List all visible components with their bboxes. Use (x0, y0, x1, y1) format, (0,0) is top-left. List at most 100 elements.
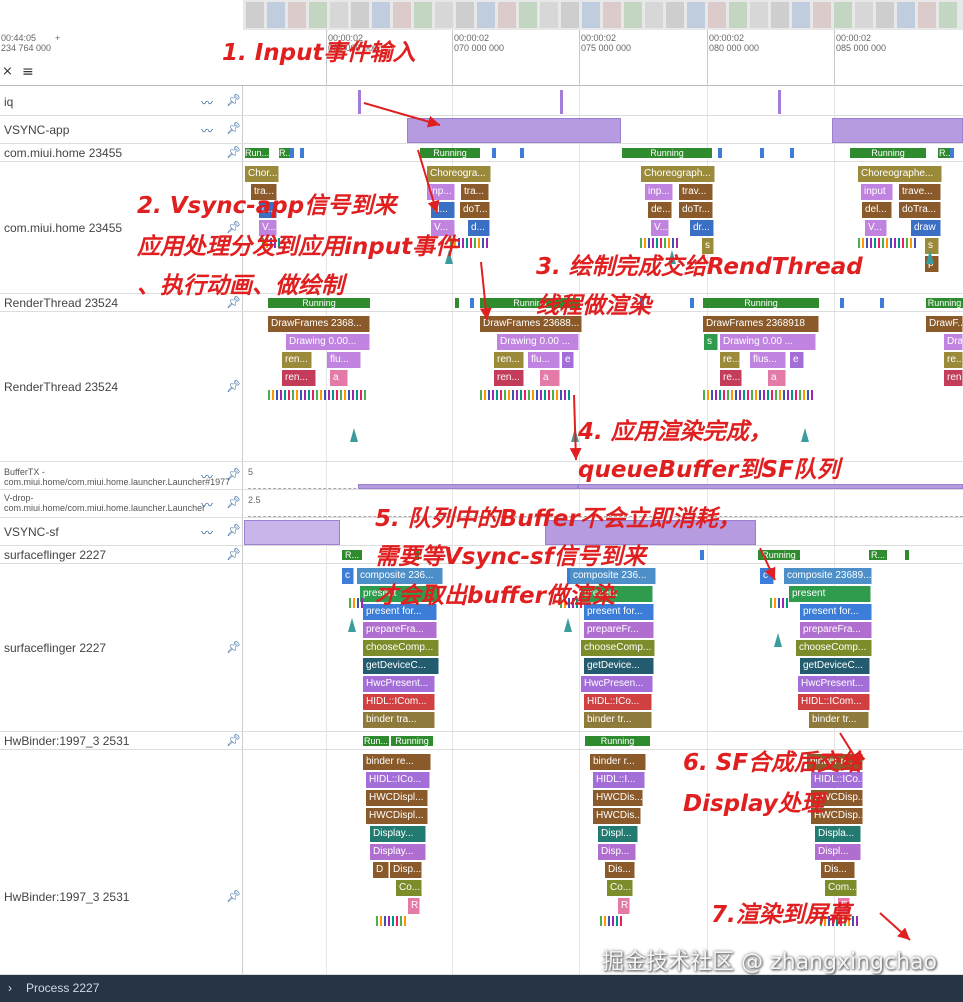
trace-slice[interactable]: dr... (690, 220, 714, 236)
trace-slice[interactable]: present for... (584, 604, 654, 620)
track-vsync-app[interactable] (0, 116, 963, 144)
pin-icon[interactable]: 📌︎ (226, 295, 242, 309)
track-vsync-sf[interactable] (0, 518, 963, 546)
trace-slice[interactable]: Drawing 0.00... (286, 334, 370, 350)
thread-state[interactable]: R... (869, 550, 887, 560)
trace-slice[interactable]: input (861, 184, 893, 200)
trace-slice[interactable]: flu... (327, 352, 361, 368)
trace-slice[interactable]: Display... (370, 826, 426, 842)
trace-slice[interactable]: de... (648, 202, 672, 218)
thread-state[interactable]: Running (850, 148, 926, 158)
thread-state[interactable]: Run... (245, 148, 269, 158)
iq-marker[interactable] (358, 90, 361, 114)
pin-icon[interactable]: 📌︎ (226, 121, 242, 135)
thread-state[interactable]: Running (268, 298, 370, 308)
trace-slice[interactable]: Displ... (815, 844, 861, 860)
trace-slice[interactable]: DrawFrames 2368918 (703, 316, 819, 332)
track-iq[interactable] (0, 86, 963, 116)
trace-slice[interactable]: DrawFrames 23688... (480, 316, 582, 332)
pin-icon[interactable]: 📌︎ (226, 733, 242, 747)
trace-slice[interactable]: composite 236... (570, 568, 656, 584)
collapse-icon[interactable]: ⨯ (2, 64, 13, 79)
bottom-process-bar[interactable]: › Process 2227 (0, 975, 963, 1002)
trace-slice[interactable]: re... (720, 352, 740, 368)
trace-slice[interactable]: HWCDispl... (366, 808, 428, 824)
trace-slice[interactable]: prepareFra... (800, 622, 872, 638)
trace-slice[interactable]: HIDL::I... (593, 772, 645, 788)
trace-slice[interactable]: getDeviceC... (363, 658, 439, 674)
trace-slice[interactable]: Drawing 0.00 ... (497, 334, 579, 350)
track-home-expanded[interactable] (0, 162, 963, 294)
trace-slice[interactable]: flus... (750, 352, 786, 368)
trace-slice[interactable]: e (790, 352, 804, 368)
thread-state[interactable]: Running (391, 736, 433, 746)
trace-slice[interactable]: chooseComp... (796, 640, 872, 656)
trace-slice[interactable]: V... (259, 220, 277, 236)
trace-slice[interactable]: Displa... (815, 826, 861, 842)
trace-slice[interactable]: binder r... (590, 754, 646, 770)
track-buffertx[interactable] (0, 462, 963, 490)
vsync-sf-pulse[interactable] (244, 520, 340, 545)
thread-state[interactable]: Running (585, 736, 650, 746)
trace-slice[interactable]: s (704, 334, 718, 350)
trace-slice[interactable]: HIDL::ICo... (366, 772, 430, 788)
trace-slice[interactable]: binder tr... (809, 712, 869, 728)
trace-slice[interactable]: binder re... (363, 754, 431, 770)
trace-slice[interactable]: doTra... (899, 202, 941, 218)
trace-slice[interactable]: a (768, 370, 786, 386)
trace-slice[interactable]: present (789, 586, 871, 602)
trace-slice[interactable]: D (373, 862, 389, 878)
track-hwb-expanded[interactable] (0, 750, 963, 975)
thread-state[interactable]: R... (938, 148, 954, 158)
trace-slice[interactable]: V... (865, 220, 887, 236)
trace-slice[interactable]: HwcPresent... (363, 676, 435, 692)
pin-icon[interactable]: 📌︎ (226, 547, 242, 561)
trace-slice[interactable]: Co... (607, 880, 633, 896)
trace-slice[interactable]: V... (431, 220, 455, 236)
trace-slice[interactable]: c (342, 568, 354, 584)
pin-icon[interactable]: 📌︎ (226, 145, 242, 159)
trace-slice[interactable]: ren... (282, 370, 316, 386)
thread-state[interactable]: Running (480, 298, 580, 308)
track-vdrop[interactable] (0, 490, 963, 518)
thread-state[interactable]: Running (420, 148, 480, 158)
thread-state[interactable]: Running (703, 298, 819, 308)
trace-slice[interactable]: composite 236... (357, 568, 443, 584)
trace-slice[interactable]: HWCDisp... (811, 790, 863, 806)
trace-slice[interactable]: composite 23689... (784, 568, 872, 584)
trace-slice[interactable]: getDeviceC... (800, 658, 870, 674)
trace-slice[interactable]: Choreogra... (427, 166, 491, 182)
trace-slice[interactable]: Display... (370, 844, 426, 860)
trace-slice[interactable]: prepareFra... (363, 622, 437, 638)
pin-icon[interactable]: 📌︎ (226, 220, 242, 234)
trace-slice[interactable]: present for... (800, 604, 872, 620)
trace-slice[interactable]: HIDL::ICom... (798, 694, 870, 710)
trace-slice[interactable]: Disp... (390, 862, 422, 878)
trace-slice[interactable]: Choreographe... (858, 166, 942, 182)
pin-icon[interactable]: 📌︎ (226, 495, 242, 509)
trace-slice[interactable]: R (838, 898, 850, 914)
trace-slice[interactable]: Disp... (598, 844, 636, 860)
track-home-main[interactable] (0, 144, 963, 162)
trace-slice[interactable]: a (330, 370, 348, 386)
trace-slice[interactable]: re... (720, 370, 742, 386)
trace-slice[interactable]: flu... (528, 352, 560, 368)
trace-slice[interactable]: HwcPresen... (581, 676, 653, 692)
trace-slice[interactable]: ren... (494, 370, 524, 386)
trace-slice[interactable]: draw (911, 220, 941, 236)
trace-slice[interactable]: Com... (825, 880, 857, 896)
trace-slice[interactable]: present (581, 586, 653, 602)
trace-slice[interactable]: Displ... (598, 826, 638, 842)
trace-slice[interactable]: HIDL::ICo... (584, 694, 652, 710)
pin-icon[interactable]: 📌︎ (226, 640, 242, 654)
thread-state[interactable]: Run... (363, 736, 389, 746)
chart-icon[interactable]: 〰 (201, 470, 214, 484)
trace-slice[interactable]: prepareFr... (584, 622, 654, 638)
iq-marker[interactable] (560, 90, 563, 114)
trace-slice[interactable]: d... (468, 220, 490, 236)
pin-icon[interactable]: 📌︎ (226, 889, 242, 903)
trace-slice[interactable]: tra... (461, 184, 489, 200)
trace-slice[interactable]: a (540, 370, 560, 386)
trace-slice[interactable]: Choreograph... (641, 166, 715, 182)
trace-slice[interactable]: R (408, 898, 420, 914)
